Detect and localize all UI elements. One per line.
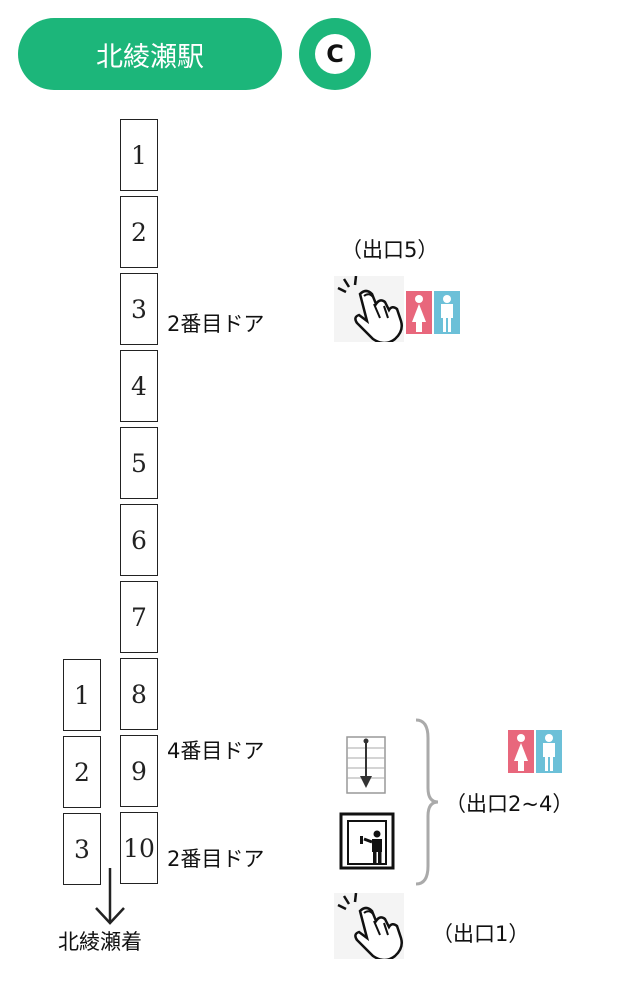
exit2-4-label: （出口2~4） — [445, 792, 574, 816]
restroom-icon — [508, 730, 562, 773]
escalator-icon — [346, 736, 386, 794]
car-4: 4 — [120, 350, 158, 422]
short-car-1: 1 — [63, 659, 101, 731]
short-car-2: 2 — [63, 736, 101, 808]
line-badge: C — [299, 18, 371, 90]
short-car-3: 3 — [63, 813, 101, 885]
door-label-car10: 2番目ドア — [167, 847, 265, 871]
car-5: 5 — [120, 427, 158, 499]
station-name: 北綾瀬駅 — [96, 41, 204, 73]
car-2: 2 — [120, 196, 158, 268]
car-10: 10 — [120, 812, 158, 884]
car-6: 6 — [120, 504, 158, 576]
touch-gate-icon — [334, 276, 404, 342]
arrival-label: 北綾瀬着 — [58, 930, 142, 954]
touch-gate-icon — [334, 893, 404, 959]
restroom-icon — [406, 291, 460, 334]
car-1: 1 — [120, 119, 158, 191]
exit1-label: （出口1） — [432, 922, 530, 946]
car-9: 9 — [120, 735, 158, 807]
station-name-badge: 北綾瀬駅 — [18, 18, 282, 90]
car-7: 7 — [120, 581, 158, 653]
door-label-car9: 4番目ドア — [167, 739, 265, 763]
arrow-down-icon — [95, 868, 125, 925]
car-8: 8 — [120, 658, 158, 730]
elevator-icon — [339, 812, 395, 870]
car-3: 3 — [120, 273, 158, 345]
door-label-car3: 2番目ドア — [167, 312, 265, 336]
line-letter: C — [315, 34, 355, 74]
exit5-label: （出口5） — [341, 238, 439, 262]
bracket — [415, 718, 439, 886]
